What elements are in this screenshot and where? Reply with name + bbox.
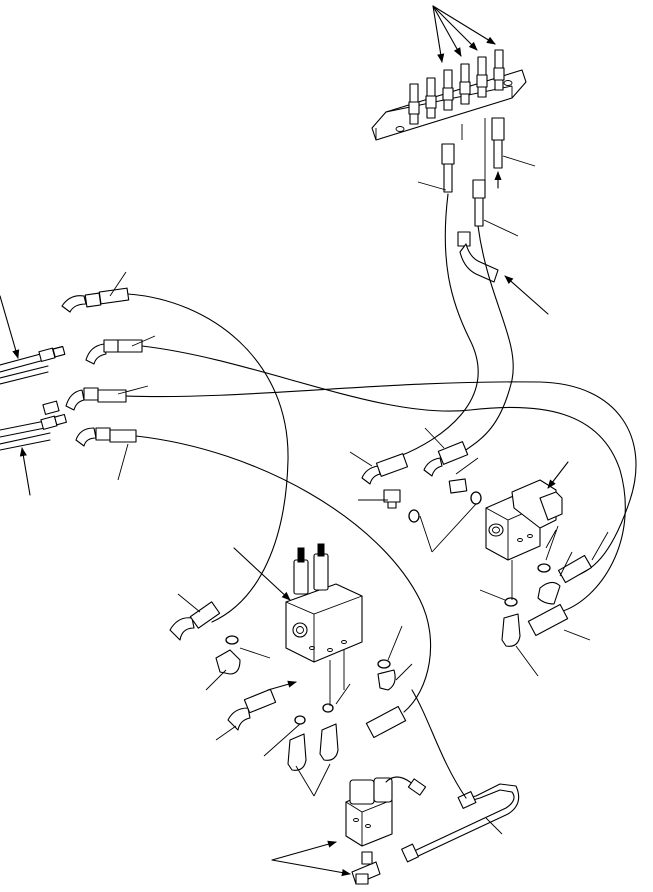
center-block-fittings [169, 593, 413, 797]
right-valve-block [485, 461, 569, 561]
bottom-tube [401, 689, 520, 863]
center-valve-block [233, 543, 363, 663]
long-hoses [125, 193, 637, 713]
top-callout-arrows [432, 5, 496, 63]
top-plate-fittings [408, 49, 505, 125]
left-hose-end-fittings [61, 287, 143, 447]
plate-hose-fittings [417, 117, 549, 315]
solenoid-valve [271, 776, 427, 885]
left-leaders [109, 271, 156, 481]
left-tube-bundle [0, 295, 67, 496]
right-block-fittings [349, 427, 609, 677]
